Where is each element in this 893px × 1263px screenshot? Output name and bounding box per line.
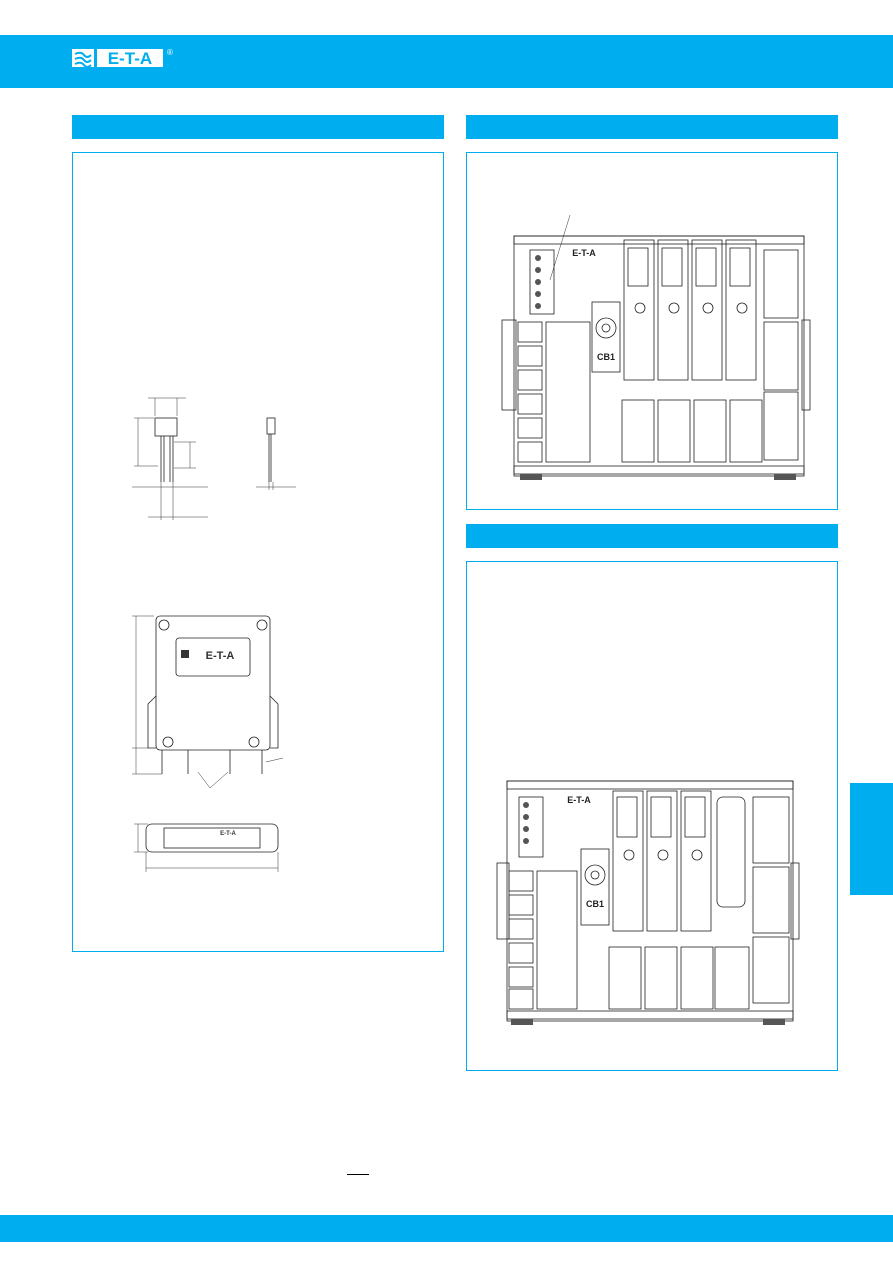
module-panel-top: [466, 152, 838, 510]
section-header-right-top: [466, 115, 838, 139]
housing-logo-text: E-T-A: [206, 650, 235, 662]
pin-dimension-drawing: [132, 397, 296, 520]
cb1-label-top: CB1: [597, 352, 615, 362]
page-marker: [347, 1174, 369, 1175]
registered-mark: ®: [167, 48, 173, 57]
footer-band: [0, 1215, 893, 1242]
eta-logo: E-T-A ®: [72, 48, 173, 68]
logo-text: E-T-A: [108, 49, 152, 68]
housing-front-drawing: E-T-A: [132, 615, 284, 789]
module-bottom-logo: E-T-A: [567, 795, 591, 805]
module-top-logo: E-T-A: [572, 248, 596, 258]
cb1-label-bottom: CB1: [586, 899, 604, 909]
module-drawing-bottom: E-T-A CB1: [496, 780, 800, 1025]
chapter-tab: [850, 783, 893, 895]
housing-top-logo-text: E-T-A: [220, 831, 236, 837]
dimensions-panel: [72, 152, 444, 952]
housing-top-drawing: E-T-A: [134, 823, 279, 872]
section-header-right-bottom: [466, 524, 838, 548]
section-header-left: [72, 115, 444, 139]
module-drawing-top: E-T-A CB1: [501, 214, 811, 480]
